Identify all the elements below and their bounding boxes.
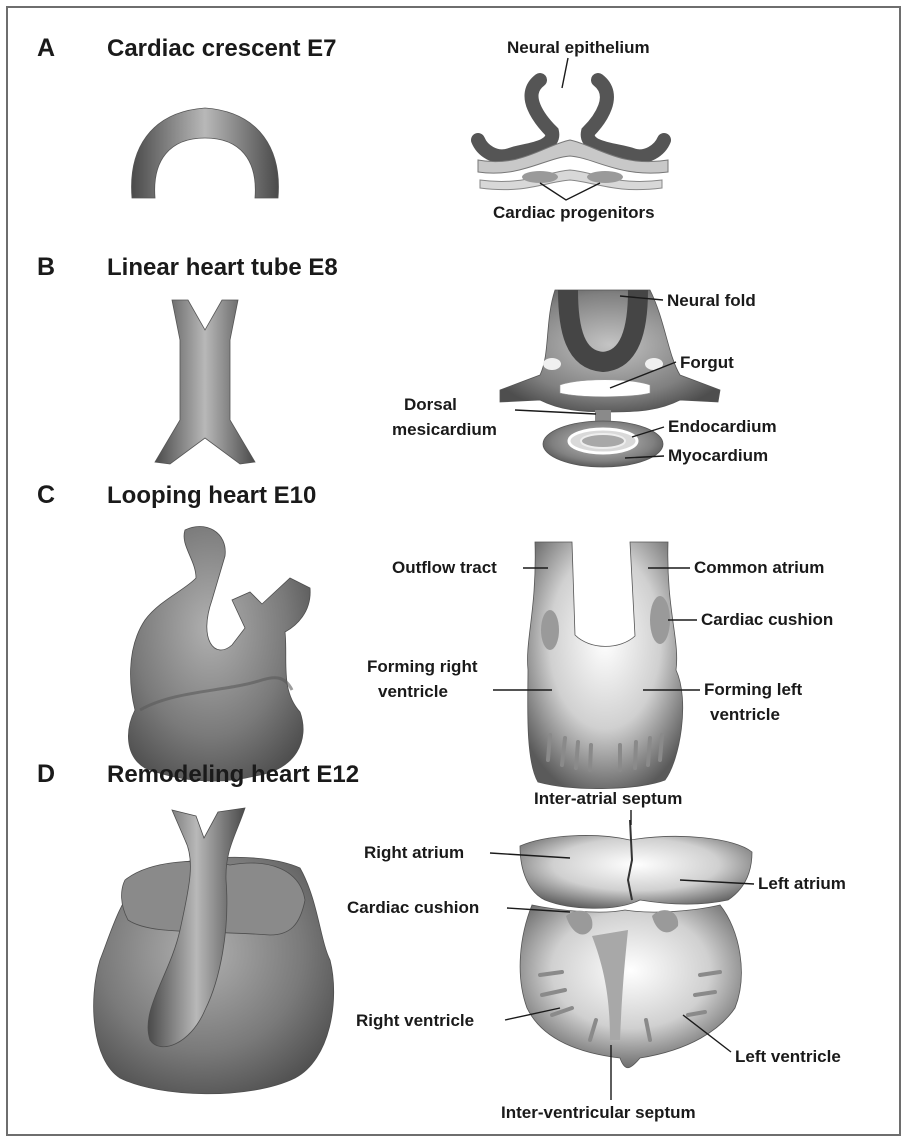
panel-d-title: Remodeling heart E12	[107, 761, 359, 788]
panel-a: A Cardiac crescent E7 Neural epithelium …	[37, 34, 668, 222]
label-forming-right-2: ventricle	[378, 682, 448, 701]
panel-c-letter: C	[37, 481, 55, 509]
label-neural-epithelium: Neural epithelium	[507, 38, 650, 57]
label-forgut: Forgut	[680, 353, 734, 372]
label-dorsal: Dorsal	[404, 395, 457, 414]
label-cardiac-progenitors: Cardiac progenitors	[493, 203, 655, 222]
cardiac-progenitor-right	[587, 171, 623, 183]
remodeling-section-atria	[520, 835, 752, 908]
panel-b-title: Linear heart tube E8	[107, 254, 338, 281]
mesoderm-layer-shape	[480, 170, 662, 190]
panel-b-letter: B	[37, 253, 55, 281]
label-forming-left-2: ventricle	[710, 705, 780, 724]
cardiac-progenitor-left	[522, 171, 558, 183]
remodeling-section-ventricles	[520, 905, 741, 1068]
label-neural-fold: Neural fold	[667, 291, 756, 310]
label-inter-atrial-septum: Inter-atrial septum	[534, 789, 682, 808]
label-forming-right-1: Forming right	[367, 657, 478, 676]
label-mesicardium: mesicardium	[392, 420, 497, 439]
looping-heart-shape	[128, 526, 310, 781]
somite-left	[543, 358, 561, 370]
label-cardiac-cushion-c: Cardiac cushion	[701, 610, 833, 629]
label-left-atrium: Left atrium	[758, 874, 846, 893]
panel-b: B Linear heart tube E8 Neural fold Forgu…	[37, 253, 777, 467]
lumen-shape	[581, 434, 625, 448]
panel-a-title: Cardiac crescent E7	[107, 35, 336, 62]
panel-d: D Remodeling heart E12 Inter-atrial sept…	[37, 760, 846, 1122]
linear-heart-tube-shape	[155, 300, 255, 464]
panel-c-title: Looping heart E10	[107, 482, 316, 509]
label-right-atrium: Right atrium	[364, 843, 464, 862]
panel-c: C Looping heart E10 Outflow tract Common…	[37, 481, 833, 789]
label-cardiac-cushion-d: Cardiac cushion	[347, 898, 479, 917]
forgut-shape	[560, 380, 650, 397]
label-inter-ventricular-septum: Inter-ventricular septum	[501, 1103, 696, 1122]
label-endocardium: Endocardium	[668, 417, 777, 436]
cardiac-cushion-right	[650, 596, 670, 644]
label-forming-left-1: Forming left	[704, 680, 803, 699]
cardiac-cushion-left	[541, 610, 559, 650]
leader-neural-epithelium	[562, 58, 568, 88]
label-outflow-tract: Outflow tract	[392, 558, 497, 577]
label-left-ventricle: Left ventricle	[735, 1047, 841, 1066]
label-myocardium: Myocardium	[668, 446, 768, 465]
cardiac-crescent-shape	[132, 108, 279, 198]
label-right-ventricle: Right ventricle	[356, 1011, 474, 1030]
panel-a-letter: A	[37, 34, 55, 62]
leader-cardiac-progenitors	[540, 183, 600, 200]
panel-d-letter: D	[37, 760, 55, 788]
label-common-atrium: Common atrium	[694, 558, 824, 577]
